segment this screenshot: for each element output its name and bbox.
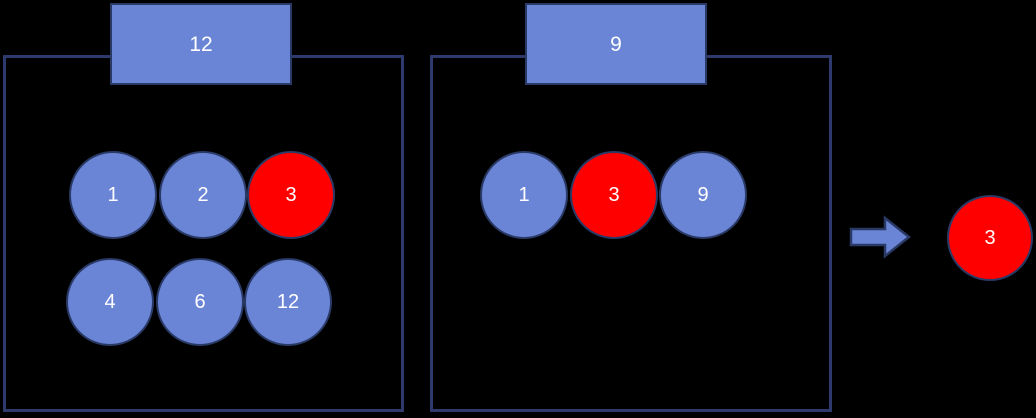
left-node-12[interactable]: 12 xyxy=(244,258,332,346)
right-node-9-label: 9 xyxy=(697,184,709,206)
right-node-1-label: 1 xyxy=(518,184,530,206)
left-node-12-label: 12 xyxy=(276,291,300,313)
right-node-1[interactable]: 1 xyxy=(480,151,568,239)
result-node[interactable]: 3 xyxy=(947,195,1033,281)
left-panel-header-label: 12 xyxy=(189,32,213,56)
right-panel-header-label: 9 xyxy=(610,32,622,56)
left-node-4-label: 4 xyxy=(104,291,116,313)
right-node-3[interactable]: 3 xyxy=(570,151,658,239)
left-node-2-label: 2 xyxy=(197,184,209,206)
left-node-3-label: 3 xyxy=(285,184,297,206)
right-node-9[interactable]: 9 xyxy=(659,151,747,239)
left-node-6[interactable]: 6 xyxy=(156,258,244,346)
left-node-6-label: 6 xyxy=(194,291,206,313)
arrow-right-icon xyxy=(849,215,911,259)
left-node-4[interactable]: 4 xyxy=(66,258,154,346)
result-node-label: 3 xyxy=(984,227,996,249)
left-node-3[interactable]: 3 xyxy=(247,151,335,239)
right-node-3-label: 3 xyxy=(608,184,620,206)
left-node-1-label: 1 xyxy=(107,184,119,206)
left-panel-header-box[interactable]: 12 xyxy=(110,3,292,85)
left-node-1[interactable]: 1 xyxy=(69,151,157,239)
left-node-2[interactable]: 2 xyxy=(159,151,247,239)
right-panel-header-box[interactable]: 9 xyxy=(525,3,707,85)
